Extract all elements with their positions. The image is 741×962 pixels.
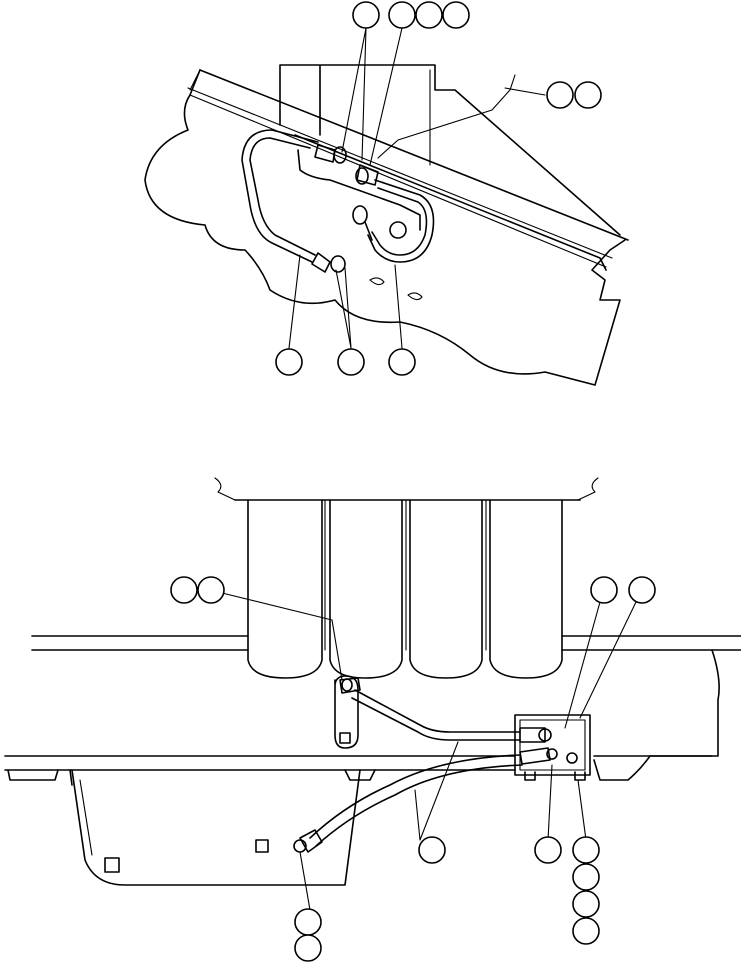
break-line-left xyxy=(214,477,236,501)
tube-nut-c xyxy=(519,747,551,765)
oil-tube-right-loop xyxy=(367,179,435,263)
block-right-side xyxy=(593,649,720,781)
cylinder-3 xyxy=(409,499,483,679)
cylinder-4 xyxy=(489,499,563,679)
callout-bubble xyxy=(546,81,574,109)
cylinder-1 xyxy=(247,499,323,679)
tube-nut-b xyxy=(519,727,546,743)
valve-cover-rail-inner-2 xyxy=(189,94,607,268)
bracket-bolt xyxy=(339,732,351,744)
tube-fitting-a xyxy=(314,144,336,163)
frame-rail xyxy=(31,635,741,651)
callout-bubble xyxy=(534,836,562,864)
drain-plug xyxy=(104,857,120,873)
callout-bubble xyxy=(442,1,470,29)
callout-bubble xyxy=(388,348,416,376)
callout-bubble xyxy=(352,1,380,29)
callout-bubble xyxy=(415,1,443,29)
sender-wire xyxy=(377,74,516,159)
callout-bubble xyxy=(572,836,600,864)
mounting-plate xyxy=(297,149,421,231)
rear-housing xyxy=(279,64,621,236)
pan-plug xyxy=(255,839,269,853)
callout-bubble xyxy=(572,917,600,945)
callout-bubble xyxy=(294,908,322,936)
callout-bubble xyxy=(572,890,600,918)
valve-cover-rail-lower xyxy=(294,134,607,271)
callout-bubble xyxy=(574,81,602,109)
oil-tube-upper xyxy=(354,689,521,733)
tube-nut-a xyxy=(339,677,361,694)
callout-bubble xyxy=(628,576,656,604)
sender-plug xyxy=(566,752,578,764)
callout-bubble xyxy=(337,348,365,376)
tube-fitting-b xyxy=(356,164,379,186)
tube-fitting-c xyxy=(311,252,331,273)
upper-view xyxy=(144,1,629,386)
valve-cover-rail xyxy=(199,69,629,241)
engine-block-outline xyxy=(144,69,626,386)
sender-housing xyxy=(514,714,591,776)
cylinder-2 xyxy=(329,499,403,679)
oil-pan xyxy=(71,769,361,886)
callout-bubble xyxy=(275,348,303,376)
callout-bubble xyxy=(197,576,225,604)
lower-view xyxy=(4,477,741,962)
callout-bubble xyxy=(572,863,600,891)
break-line-right xyxy=(577,477,599,501)
callout-bubble xyxy=(388,1,416,29)
callout-bubble xyxy=(590,576,618,604)
valve-cover-rail-inner xyxy=(187,87,613,259)
banjo-bolt-b xyxy=(330,255,346,273)
callout-bubble xyxy=(170,576,198,604)
oil-hose-lower xyxy=(309,754,521,839)
pan-flange xyxy=(4,755,713,771)
banjo-bolt-a xyxy=(352,205,368,225)
oil-tube-loop xyxy=(249,137,316,256)
callout-bubble xyxy=(294,934,322,962)
callout-bubble xyxy=(418,836,446,864)
tube-bracket-arm xyxy=(334,675,359,749)
